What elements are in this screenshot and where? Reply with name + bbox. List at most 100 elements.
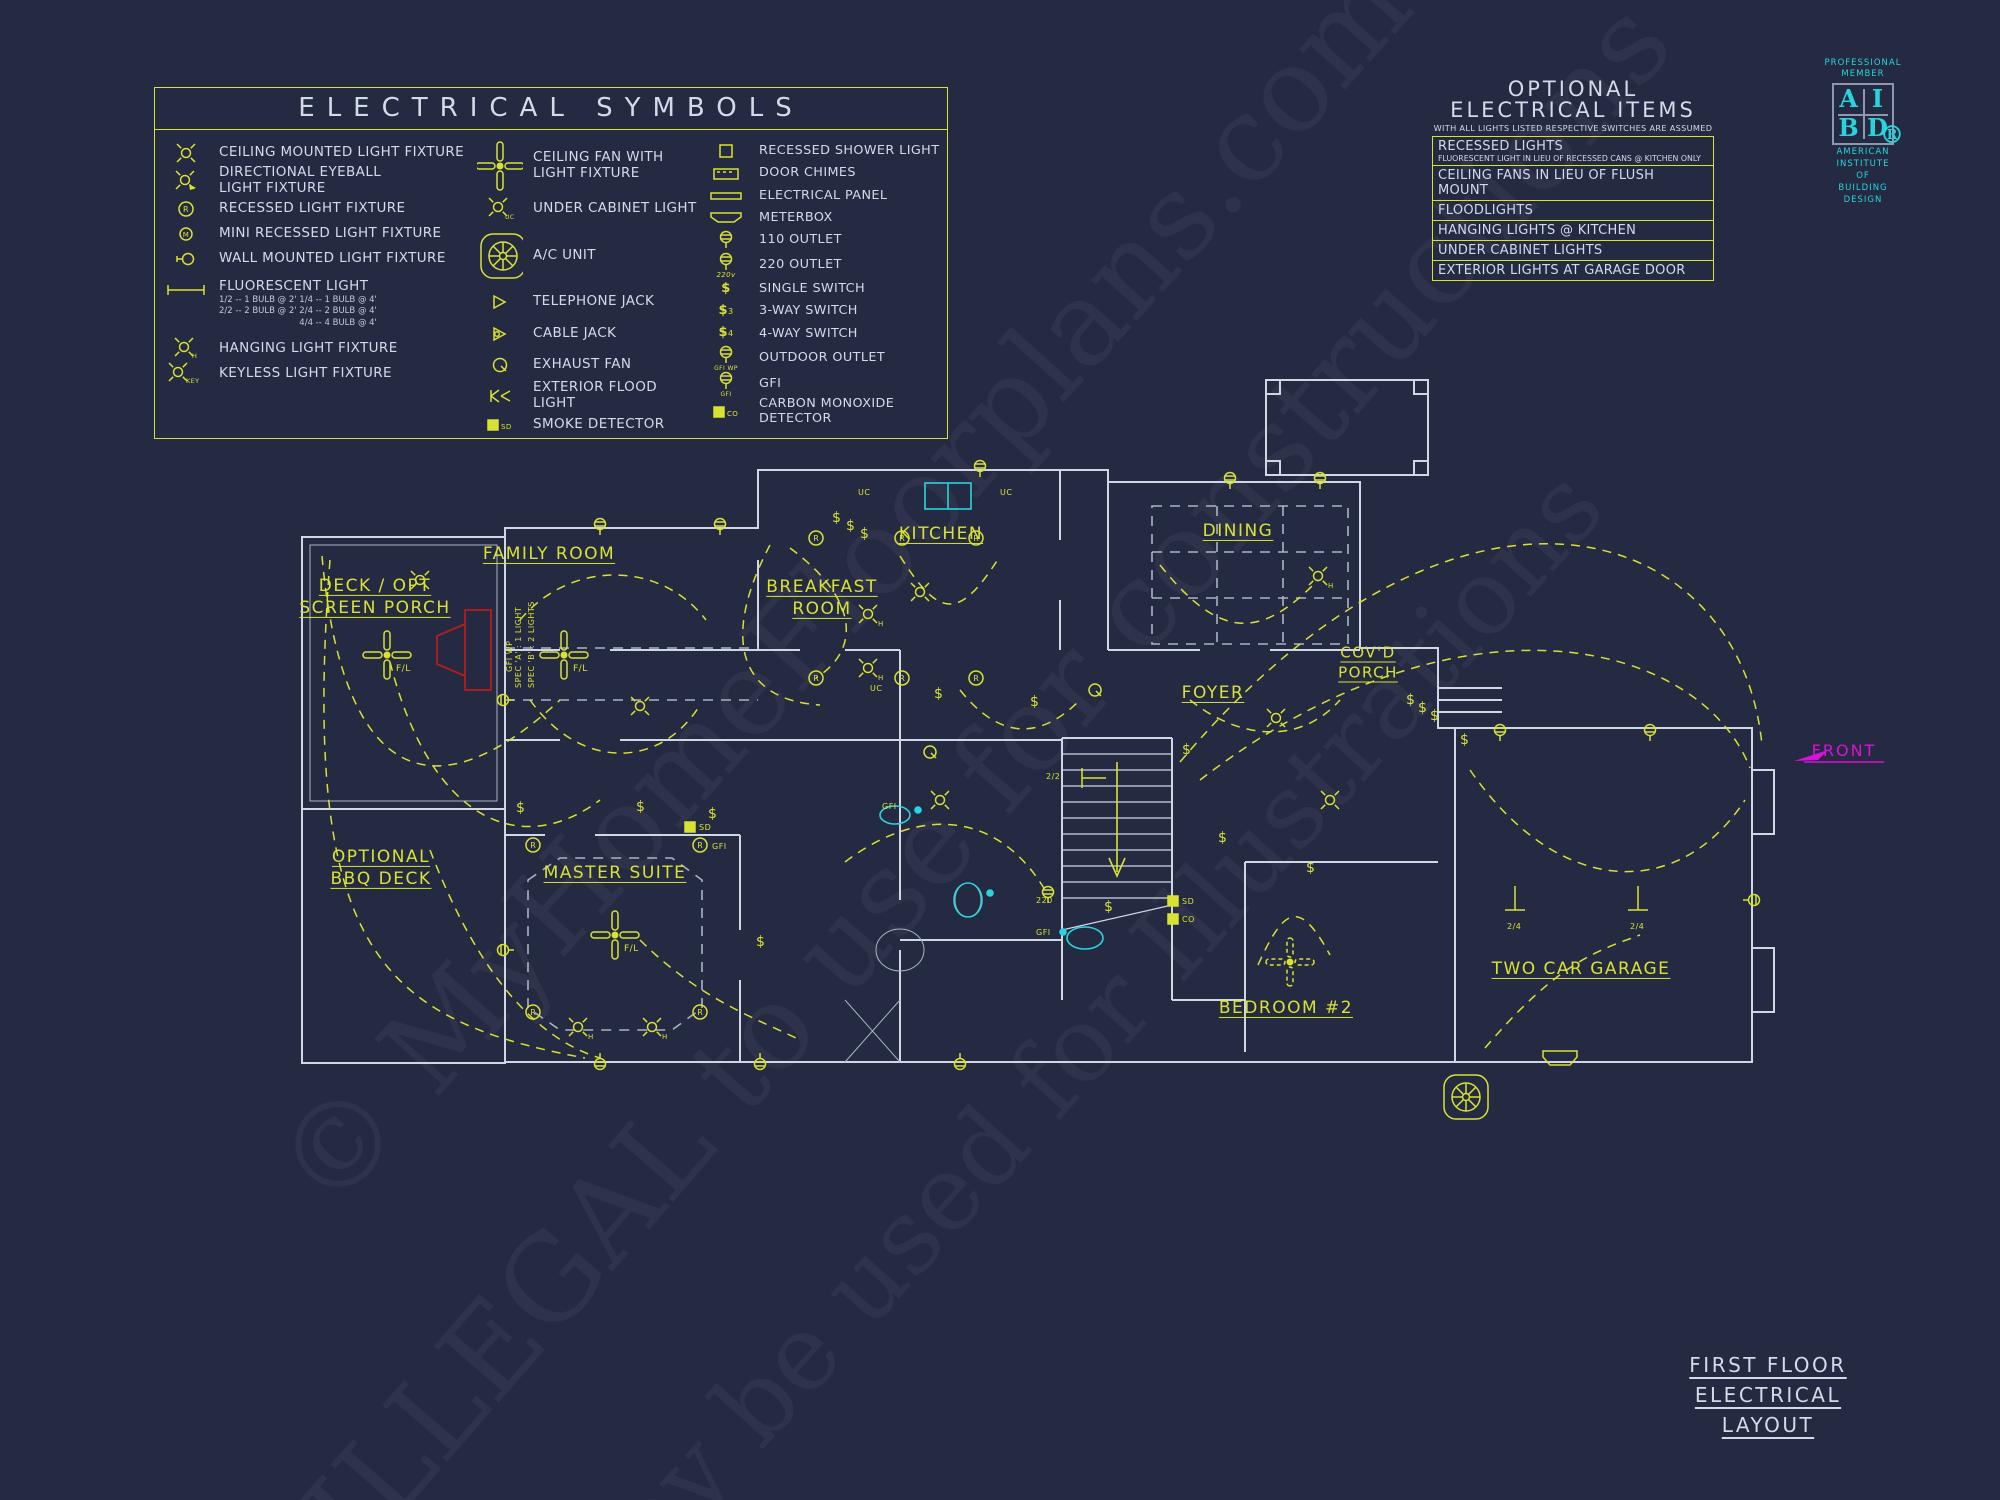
room-label-garage: TWO CAR GARAGE — [1491, 958, 1671, 979]
svg-text:R: R — [899, 534, 905, 543]
svg-text:R: R — [973, 534, 979, 543]
legend-label: ELECTRICAL PANEL — [759, 187, 888, 203]
svg-text:R: R — [530, 841, 536, 850]
sd-note: SD — [1182, 897, 1195, 906]
exterior-flood-light-icon — [477, 387, 523, 405]
legend-label: 4-WAY SWITCH — [759, 325, 858, 341]
room-label-breakfast: BREAKFAST ROOM — [766, 576, 878, 619]
sheet-title-line1: FIRST FLOOR — [1689, 1353, 1847, 1377]
optional-row: FLOODLIGHTS — [1433, 201, 1713, 221]
electrical-symbols-legend: ELECTRICAL SYMBOLS CEILING MOUNTED LIGHT… — [154, 87, 948, 439]
legend-label: 220 OUTLET — [759, 256, 842, 272]
svg-text:$: $ — [516, 800, 525, 816]
room-label-kitchen: KITCHEN — [898, 523, 984, 544]
svg-text:H: H — [588, 1033, 593, 1041]
svg-text:$: $ — [832, 510, 841, 526]
legend-label: TELEPHONE JACK — [533, 293, 655, 310]
legend-label: DIRECTIONAL EYEBALL LIGHT FIXTURE — [219, 164, 382, 196]
room-label-family: FAMILY ROOM — [482, 543, 616, 564]
cable-jack-icon — [477, 326, 523, 342]
ac-unit-icon — [477, 230, 523, 282]
legend-title: ELECTRICAL SYMBOLS — [155, 88, 947, 130]
fluorescent-symbols — [1081, 767, 1649, 911]
svg-text:GFI WP: GFI WP — [714, 365, 738, 371]
svg-text:H: H — [1328, 582, 1333, 590]
ac-unit-symbol — [1443, 1074, 1489, 1120]
smoke-detector-icon: SD — [477, 418, 523, 432]
wiring-arcs — [321, 543, 1763, 1059]
svg-text:SD: SD — [501, 423, 512, 431]
optional-subtitle: WITH ALL LIGHTS LISTED RESPECTIVE SWITCH… — [1433, 123, 1713, 133]
outdoor-outlet-icon: GFI WP — [703, 345, 749, 371]
svg-text:KEY: KEY — [186, 377, 200, 385]
recessed-light-icon: R — [163, 197, 209, 221]
svg-text:$: $ — [1030, 694, 1039, 710]
svg-text:R: R — [899, 674, 905, 683]
uc-note: UC — [858, 488, 871, 497]
svg-text:$: $ — [934, 686, 943, 702]
svg-text:$: $ — [636, 799, 645, 815]
legend-label: MINI RECESSED LIGHT FIXTURE — [219, 224, 442, 241]
svg-text:R: R — [973, 674, 979, 683]
plumbing-fixtures — [879, 482, 1104, 950]
three-way-switch-icon: $3 — [718, 303, 734, 319]
legend-label: CABLE JACK — [533, 325, 617, 342]
gfi-wp-note: GFI WP — [505, 640, 514, 672]
fluorescent-sub-3: 4/4 -- 4 BULB @ 4' — [299, 318, 377, 329]
svg-text:$: $ — [708, 806, 717, 822]
legend-label: CEILING FAN WITH LIGHT FIXTURE — [533, 149, 664, 181]
legend-label: EXHAUST FAN — [533, 356, 632, 373]
room-label-master: MASTER SUITE — [543, 862, 687, 883]
ceiling-light-symbol — [910, 582, 930, 602]
outlet-110-icon — [703, 230, 749, 252]
legend-label: SMOKE DETECTOR — [533, 416, 665, 433]
svg-text:220v: 220v — [716, 271, 736, 278]
uc-note: UC — [1000, 488, 1013, 497]
legend-label: RECESSED LIGHT FIXTURE — [219, 199, 406, 216]
legend-column-3: RECESSED SHOWER LIGHT DOOR CHIMES ELECTR… — [703, 140, 941, 427]
legend-label: FLUORESCENT LIGHT — [219, 278, 369, 295]
svg-text:$: $ — [1182, 742, 1191, 758]
electrical-panel-icon — [703, 191, 749, 201]
fan-light-note: F/L — [573, 664, 588, 674]
legend-label: UNDER CABINET LIGHT — [533, 200, 697, 217]
meterbox-icon — [703, 211, 749, 225]
fluor-24-note: 2/4 — [1630, 922, 1645, 931]
svg-text:H: H — [662, 1033, 667, 1041]
svg-text:CO: CO — [727, 410, 738, 418]
svg-text:H: H — [878, 674, 883, 682]
svg-text:M: M — [183, 231, 189, 239]
front-label: FRONT — [1812, 741, 1877, 760]
mini-recessed-light-icon: M — [163, 222, 209, 246]
optional-row: UNDER CABINET LIGHTS — [1433, 241, 1713, 261]
ceiling-fan-icon — [477, 141, 523, 191]
gfi-note: GFI — [712, 842, 727, 851]
registered-mark: ® — [1880, 120, 1904, 150]
eyeball-light-icon — [163, 169, 209, 193]
fluorescent-sub-2: 2/2 -- 2 BULB @ 2' 2/4 -- 2 BULB @ 4' — [219, 306, 377, 317]
recessed-light-symbols: R R R R R R R R R R — [525, 530, 984, 1020]
legend-label: 3-WAY SWITCH — [759, 303, 858, 319]
fluor-22-note: 2/2 — [1046, 772, 1061, 781]
spec-a-note: SPEC 'A' : 1 LIGHT — [514, 606, 523, 688]
legend-label: HANGING LIGHT FIXTURE — [219, 339, 398, 356]
legend-label: EXTERIOR FLOOD LIGHT — [533, 379, 658, 411]
exhaust-fan-icon — [477, 356, 523, 374]
hanging-light-icon: H — [163, 336, 209, 361]
single-switch-icon: $ — [721, 280, 731, 296]
svg-text:$: $ — [860, 526, 869, 542]
stairs-direction-arrow — [1108, 762, 1126, 878]
optional-row: CEILING FANS IN LIEU OF FLUSH MOUNT — [1433, 166, 1713, 201]
legend-label: GFI — [759, 375, 782, 391]
spec-b-note: SPEC 'B' : 2 LIGHTS — [527, 601, 536, 688]
wall-lines — [301, 379, 1775, 1064]
fluor-24-note: 2/4 — [1507, 922, 1522, 931]
room-label-covd-porch: COV'D PORCH — [1338, 643, 1398, 682]
legend-label: SINGLE SWITCH — [759, 280, 866, 296]
legend-label: METERBOX — [759, 210, 833, 226]
room-label-bbq-deck: OPTIONAL BBQ DECK — [330, 846, 432, 889]
